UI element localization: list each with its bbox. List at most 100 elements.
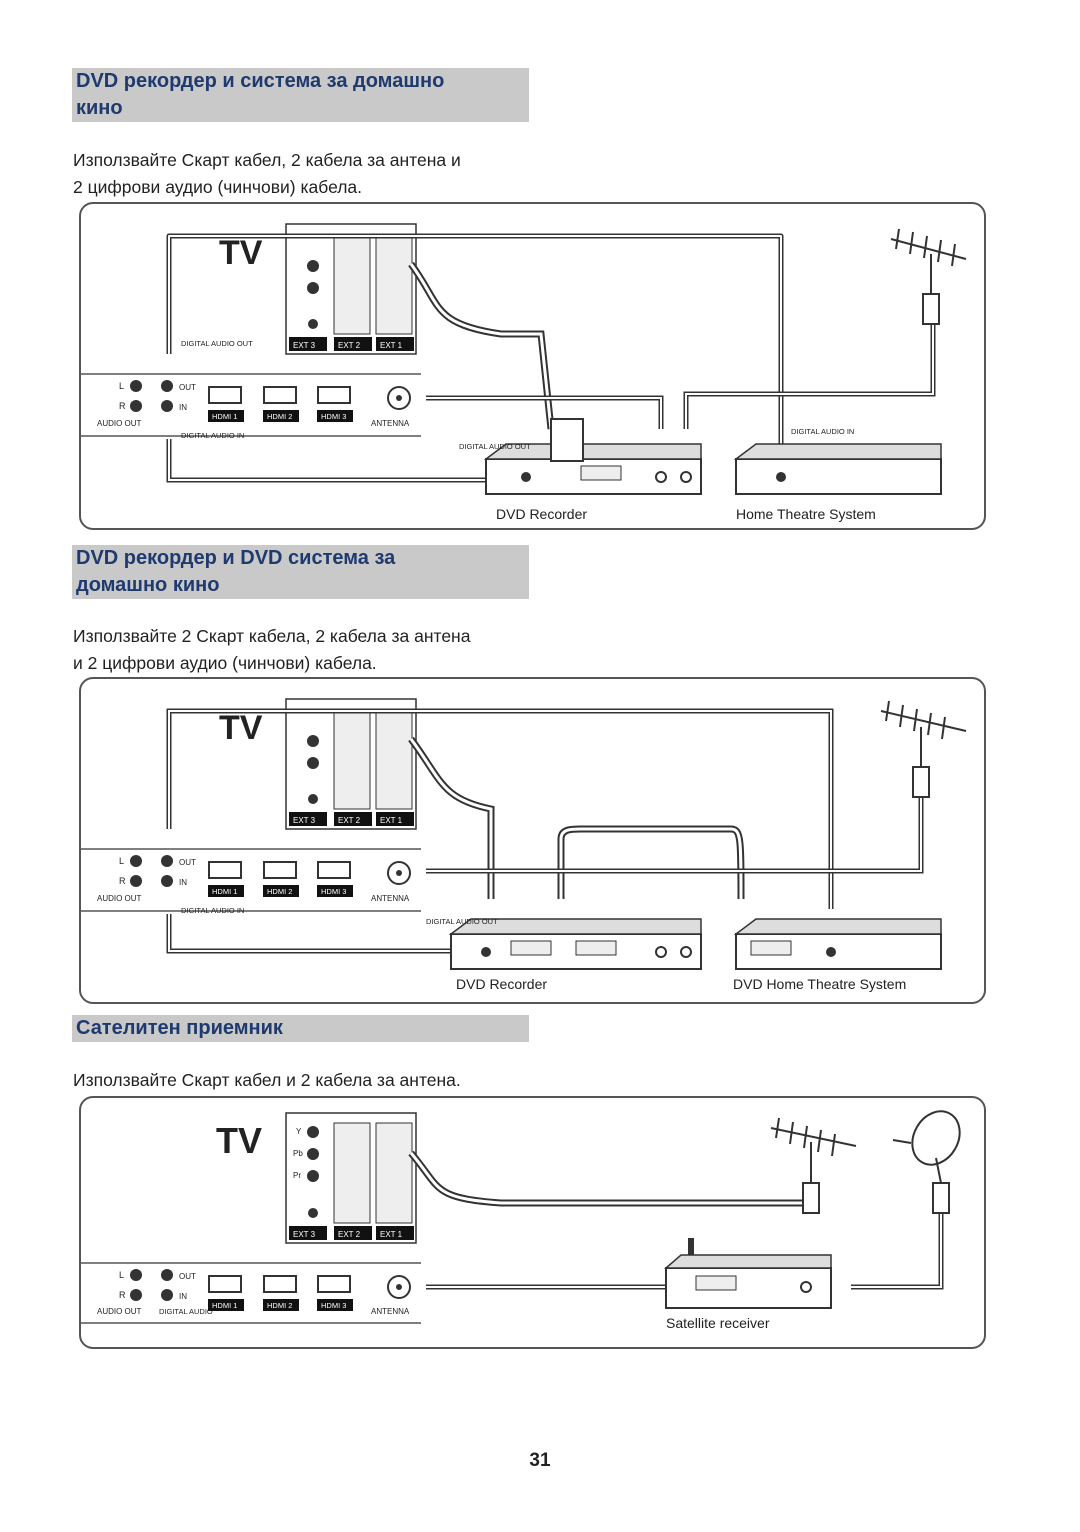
hdmi3-label: HDMI 3: [321, 412, 346, 421]
scart-cable-dvd-hts-inner: [559, 827, 743, 900]
tv-digital-audio-in-label: DIGITAL AUDIO IN: [181, 906, 244, 915]
section-2-text: Използвайте 2 Скарт кабела, 2 кабела за …: [73, 623, 543, 677]
ext1-scart-port: [375, 708, 413, 810]
digital-in-label: IN: [179, 403, 187, 412]
y-label: Y: [296, 1127, 302, 1136]
audio-r-label: R: [119, 401, 126, 411]
dvd-recorder-label: DVD Recorder: [496, 506, 587, 522]
audio-lr-jack: [308, 1208, 318, 1218]
ext1-label-bg: [376, 812, 414, 826]
antenna-port: [387, 1275, 411, 1299]
section-1-text-line-2: 2 цифрови аудио (чинчови) кабела.: [73, 177, 363, 197]
hdmi1-port: [208, 1275, 242, 1293]
diagram-satellite-svg: TV Y Pb Pr EXT 3 EXT 2 EXT 1 L R AUDIO O…: [81, 1110, 961, 1331]
digital-audio-cable-to-hts-inner: [168, 710, 832, 909]
tv-logo: TV: [216, 1120, 262, 1161]
dish-cable: [851, 1208, 944, 1290]
ext2-label-bg: [334, 337, 372, 351]
dvd-ant-in: [655, 946, 667, 958]
satellite-receiver-top: [663, 1254, 832, 1269]
hdmi2-label: HDMI 2: [267, 1301, 292, 1310]
dvd-recorder-top: [483, 443, 702, 460]
hdmi3-port: [317, 861, 351, 879]
digital-audio-cable-from-dvd: [166, 439, 486, 483]
page-number: 31: [529, 1450, 551, 1471]
pr-jack: [307, 282, 319, 294]
hdmi3-label-bg: [317, 885, 353, 897]
antenna-port: [387, 861, 411, 885]
pb-label: Pb: [293, 1149, 303, 1158]
hdmi1-label: HDMI 1: [212, 1301, 237, 1310]
ext3-label-bg: [289, 812, 327, 826]
antenna-label: ANTENNA: [371, 419, 410, 428]
ext3-label-bg: [289, 1226, 327, 1240]
ext2-scart-port: [333, 233, 371, 335]
digital-out-jack: [161, 1269, 173, 1281]
digital-audio-cable-from-dvd-inner: [168, 914, 451, 952]
ext1-scart-port: [375, 233, 413, 335]
scart-cable-ext1-dvd-inner: [409, 263, 553, 430]
hdmi3-label: HDMI 3: [321, 1301, 346, 1310]
antenna-port-pin: [396, 870, 402, 876]
antenna-port-pin: [396, 1284, 402, 1290]
ext1-label: EXT 1: [380, 1230, 403, 1239]
digital-out-label: OUT: [179, 858, 196, 867]
dvd-digital-audio-out-label: DIGITAL AUDIO OUT: [426, 917, 498, 926]
section-3-heading: Сателитен приемник: [72, 1015, 529, 1042]
digital-in-jack: [161, 1289, 173, 1301]
pb-jack: [307, 1148, 319, 1160]
ext2-label: EXT 2: [338, 1230, 361, 1239]
pb-jack: [307, 735, 319, 747]
tv-av-panel: [285, 1112, 417, 1244]
audio-l-label: L: [119, 856, 124, 866]
hts-box: [735, 458, 942, 495]
antenna-cable-inner: [426, 794, 922, 872]
audio-lr-jack: [308, 794, 318, 804]
hdmi1-label: HDMI 1: [212, 412, 237, 421]
antenna-label: ANTENNA: [371, 894, 410, 903]
digital-in-label: IN: [179, 1292, 187, 1301]
hts-digital-audio-in-label: DIGITAL AUDIO IN: [791, 427, 854, 436]
tv-av-panel: [285, 698, 417, 830]
section-1-heading-line-1: DVD рекордер и система за домашно: [76, 70, 445, 92]
hdmi3-label-bg: [317, 1299, 353, 1311]
digital-audio-cable-to-hts: [166, 708, 834, 909]
hdmi3-label-bg: [317, 410, 353, 422]
pr-jack: [307, 757, 319, 769]
pr-label: Pr: [293, 1171, 301, 1180]
ext2-label-bg: [334, 812, 372, 826]
diagram-dvd-hts-svg: TV EXT 3 EXT 2 EXT 1 L R AUDIO OUT OUT I…: [81, 223, 967, 522]
diagram-satellite: TV Y Pb Pr EXT 3 EXT 2 EXT 1 L R AUDIO O…: [79, 1096, 986, 1349]
ext1-label: EXT 1: [380, 816, 403, 825]
antenna-icon: [880, 700, 967, 798]
dvd-digital-out-jack: [521, 472, 531, 482]
hdmi2-label-bg: [263, 885, 299, 897]
pb-jack: [307, 260, 319, 272]
hdmi2-port: [263, 1275, 297, 1293]
ext3-label: EXT 3: [293, 1230, 316, 1239]
antenna-cable-tv-dvd-inner: [426, 397, 662, 429]
antenna-cable-tv-dvd: [426, 395, 664, 429]
audio-r-label: R: [119, 1290, 126, 1300]
tv-logo: TV: [219, 234, 263, 272]
dvd-ant-in: [655, 471, 667, 483]
satellite-receiver-label: Satellite receiver: [666, 1315, 770, 1331]
section-3-heading-line-1: Сателитен приемник: [76, 1017, 283, 1039]
audio-l-jack: [130, 855, 142, 867]
audio-l-jack: [130, 1269, 142, 1281]
audio-out-label: AUDIO OUT: [97, 419, 142, 428]
hdmi1-label: HDMI 1: [212, 887, 237, 896]
hdmi2-label: HDMI 2: [267, 887, 292, 896]
hdmi3-label: HDMI 3: [321, 887, 346, 896]
hts-digital-in-jack: [826, 947, 836, 957]
dvd-scart-port-1: [510, 940, 552, 956]
antenna-icon: [890, 228, 967, 325]
audio-r-label: R: [119, 876, 126, 886]
audio-l-label: L: [119, 381, 124, 391]
ext1-scart-port: [375, 1122, 413, 1224]
satellite-dish-icon: [892, 1110, 961, 1214]
antenna-port: [387, 386, 411, 410]
audio-l-label: L: [119, 1270, 124, 1280]
section-1-text: Използвайте Скарт кабел, 2 кабела за ант…: [73, 147, 543, 201]
dish-cable-inner: [851, 1208, 942, 1288]
